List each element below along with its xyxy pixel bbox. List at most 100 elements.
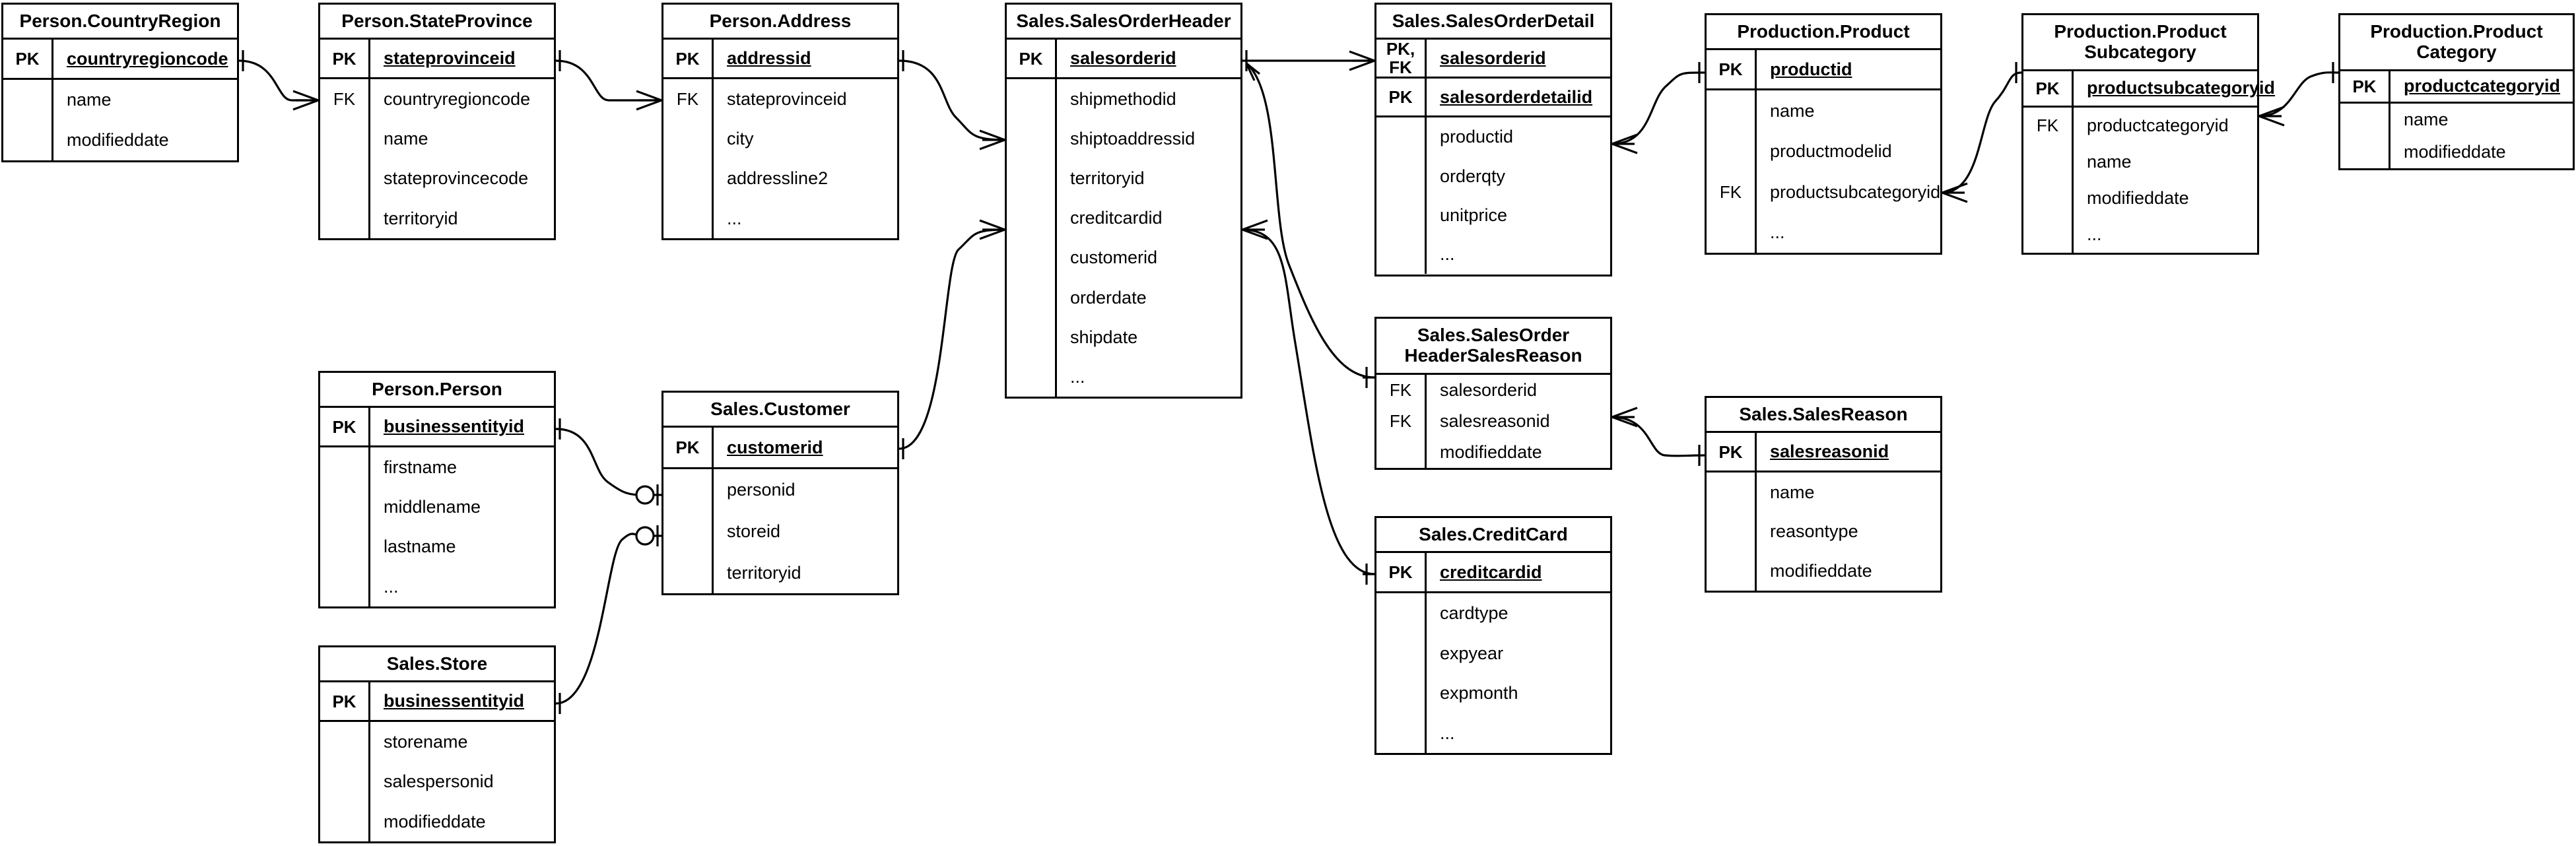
- key-marker-cell: [663, 469, 714, 594]
- key-marker-cell: [1007, 79, 1057, 397]
- key-marker-cell: [1376, 117, 1427, 275]
- attribute: ...: [1440, 723, 1455, 743]
- relationship-salesreasonlink-salesreason: [1611, 407, 1705, 466]
- key-attribute: creditcardid: [1440, 562, 1542, 582]
- attribute: expyear: [1440, 643, 1504, 663]
- key-marker-cell: FK: [1707, 90, 1757, 253]
- entity-title: Sales.Store: [320, 647, 554, 683]
- attribute-group: PK customerid: [663, 428, 897, 470]
- attribute: shiptoaddressid: [1070, 129, 1196, 149]
- relationship-product-productsubcategory: [1942, 62, 2022, 203]
- key-attribute: customerid: [727, 437, 823, 457]
- key-marker-cell: [3, 80, 53, 161]
- attribute: city: [727, 129, 754, 149]
- key-marker: PK: [675, 48, 700, 69]
- key-marker: PK, FK: [1386, 39, 1415, 78]
- key-marker: FK: [676, 89, 699, 110]
- attribute-group: name modifieddate: [2340, 103, 2573, 168]
- key-marker: FK: [1389, 411, 1412, 432]
- attribute: modifieddate: [384, 811, 486, 831]
- attribute: name: [2404, 109, 2449, 129]
- attribute-group: PK stateprovinceid: [320, 40, 554, 80]
- attribute: lastname: [384, 537, 456, 557]
- attribute: ...: [727, 208, 742, 228]
- key-marker: PK: [1388, 87, 1413, 108]
- relationship-stateprovince-address: [555, 50, 662, 111]
- entity-title: Sales.SalesReason: [1707, 398, 1940, 434]
- key-attribute: addressid: [727, 48, 811, 69]
- relationship-address-salesorderheader: [898, 50, 1005, 150]
- attribute: salespersonid: [384, 771, 494, 792]
- entity-title: Person.StateProvince: [320, 5, 554, 40]
- entity-title: Person.Person: [320, 373, 554, 408]
- key-marker-cell: PK: [1376, 79, 1427, 116]
- attribute: modifieddate: [67, 130, 169, 150]
- relationship-salesorderdetail-product: [1611, 62, 1705, 154]
- key-attribute: stateprovinceid: [384, 48, 516, 69]
- entity-title: Sales.SalesOrderHeader: [1007, 5, 1240, 40]
- key-marker: FK: [1389, 380, 1412, 401]
- key-attribute: salesorderid: [1440, 48, 1546, 68]
- entity-title: Person.Address: [663, 5, 897, 40]
- key-marker: PK: [332, 48, 356, 69]
- key-marker: PK: [1718, 59, 1743, 80]
- attribute: territoryid: [384, 208, 458, 228]
- key-marker-cell: [320, 722, 370, 842]
- entity-title: Person.CountryRegion: [3, 5, 237, 40]
- key-attribute: countryregioncode: [67, 48, 228, 69]
- key-marker: PK: [1019, 48, 1043, 69]
- key-marker: PK: [2352, 76, 2377, 96]
- attribute: addressline2: [727, 168, 829, 189]
- key-marker-cell: PK: [1707, 433, 1757, 471]
- key-marker: PK: [1718, 441, 1743, 462]
- attribute: modifieddate: [2404, 141, 2506, 162]
- key-marker-cell: PK, FK: [1376, 40, 1427, 77]
- key-attribute: productid: [1770, 59, 1852, 79]
- attribute: productcategoryid: [2087, 115, 2229, 135]
- key-marker-cell: PK: [663, 428, 714, 468]
- attribute: shipmethodid: [1070, 88, 1176, 109]
- key-marker-cell: [320, 447, 370, 607]
- attribute: shipdate: [1070, 327, 1138, 347]
- key-marker: FK: [333, 89, 356, 110]
- key-attribute: productcategoryid: [2404, 76, 2561, 96]
- key-marker: PK: [2035, 78, 2060, 98]
- attribute: salesorderid: [1440, 379, 1538, 400]
- relationship-salesorderheader-salesreasonlink: [1245, 62, 1375, 388]
- key-marker-cell: FK: [2023, 107, 2074, 253]
- key-marker-cell: PK: [2023, 71, 2074, 106]
- key-marker: FK: [2036, 115, 2059, 136]
- attribute: storeid: [727, 521, 781, 541]
- key-attribute: businessentityid: [384, 691, 525, 711]
- attribute: ...: [2087, 224, 2102, 244]
- attribute: territoryid: [727, 562, 801, 583]
- attribute: firstname: [384, 457, 458, 477]
- key-marker-cell: PK: [3, 40, 53, 79]
- key-marker-cell: PK: [320, 40, 370, 78]
